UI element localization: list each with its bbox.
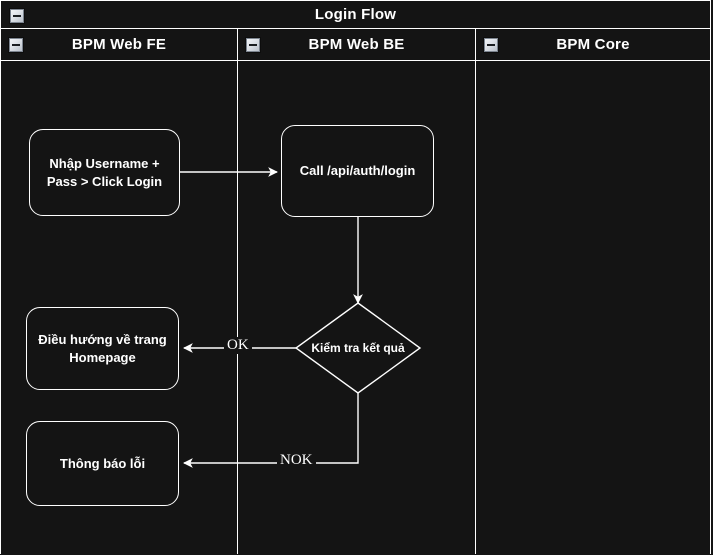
minus-icon[interactable] <box>246 38 260 52</box>
lane-header-bpm-web-fe[interactable]: BPM Web FE <box>1 29 237 61</box>
lane-header-bpm-web-be[interactable]: BPM Web BE <box>238 29 475 61</box>
minus-icon-bar <box>13 15 21 17</box>
pool-title-bar[interactable]: Login Flow <box>0 0 711 29</box>
edge-label-ok: OK <box>224 337 252 354</box>
lane-header-bpm-core[interactable]: BPM Core <box>476 29 710 61</box>
task-node-login[interactable]: Nhập Username + Pass > Click Login <box>29 129 180 216</box>
lane-label: BPM Web FE <box>71 36 167 53</box>
minus-icon-bar <box>12 44 20 46</box>
minus-icon-bar <box>487 44 495 46</box>
lane-label: BPM Core <box>556 36 630 53</box>
minus-icon[interactable] <box>484 38 498 52</box>
lane-bpm-web-be: BPM Web BE <box>237 29 476 554</box>
lane-bpm-core: BPM Core <box>475 29 711 554</box>
task-node-label: Thông báo lỗi <box>59 455 146 471</box>
task-node-call-api[interactable]: Call /api/auth/login <box>281 125 434 217</box>
task-node-homepage[interactable]: Điều hướng về trang Homepage <box>26 307 179 390</box>
minus-icon[interactable] <box>9 38 23 52</box>
minus-icon-bar <box>249 44 257 46</box>
task-node-label: Call /api/auth/login <box>299 163 416 178</box>
edge-label-nok: NOK <box>277 452 316 469</box>
task-node-label: Nhập Username + Pass > Click Login <box>46 155 163 189</box>
task-node-error[interactable]: Thông báo lỗi <box>26 421 179 506</box>
page-title: Login Flow <box>314 6 397 23</box>
minus-icon[interactable] <box>10 9 24 23</box>
lane-label: BPM Web BE <box>308 36 405 53</box>
task-node-label: Điều hướng về trang Homepage <box>38 331 167 365</box>
